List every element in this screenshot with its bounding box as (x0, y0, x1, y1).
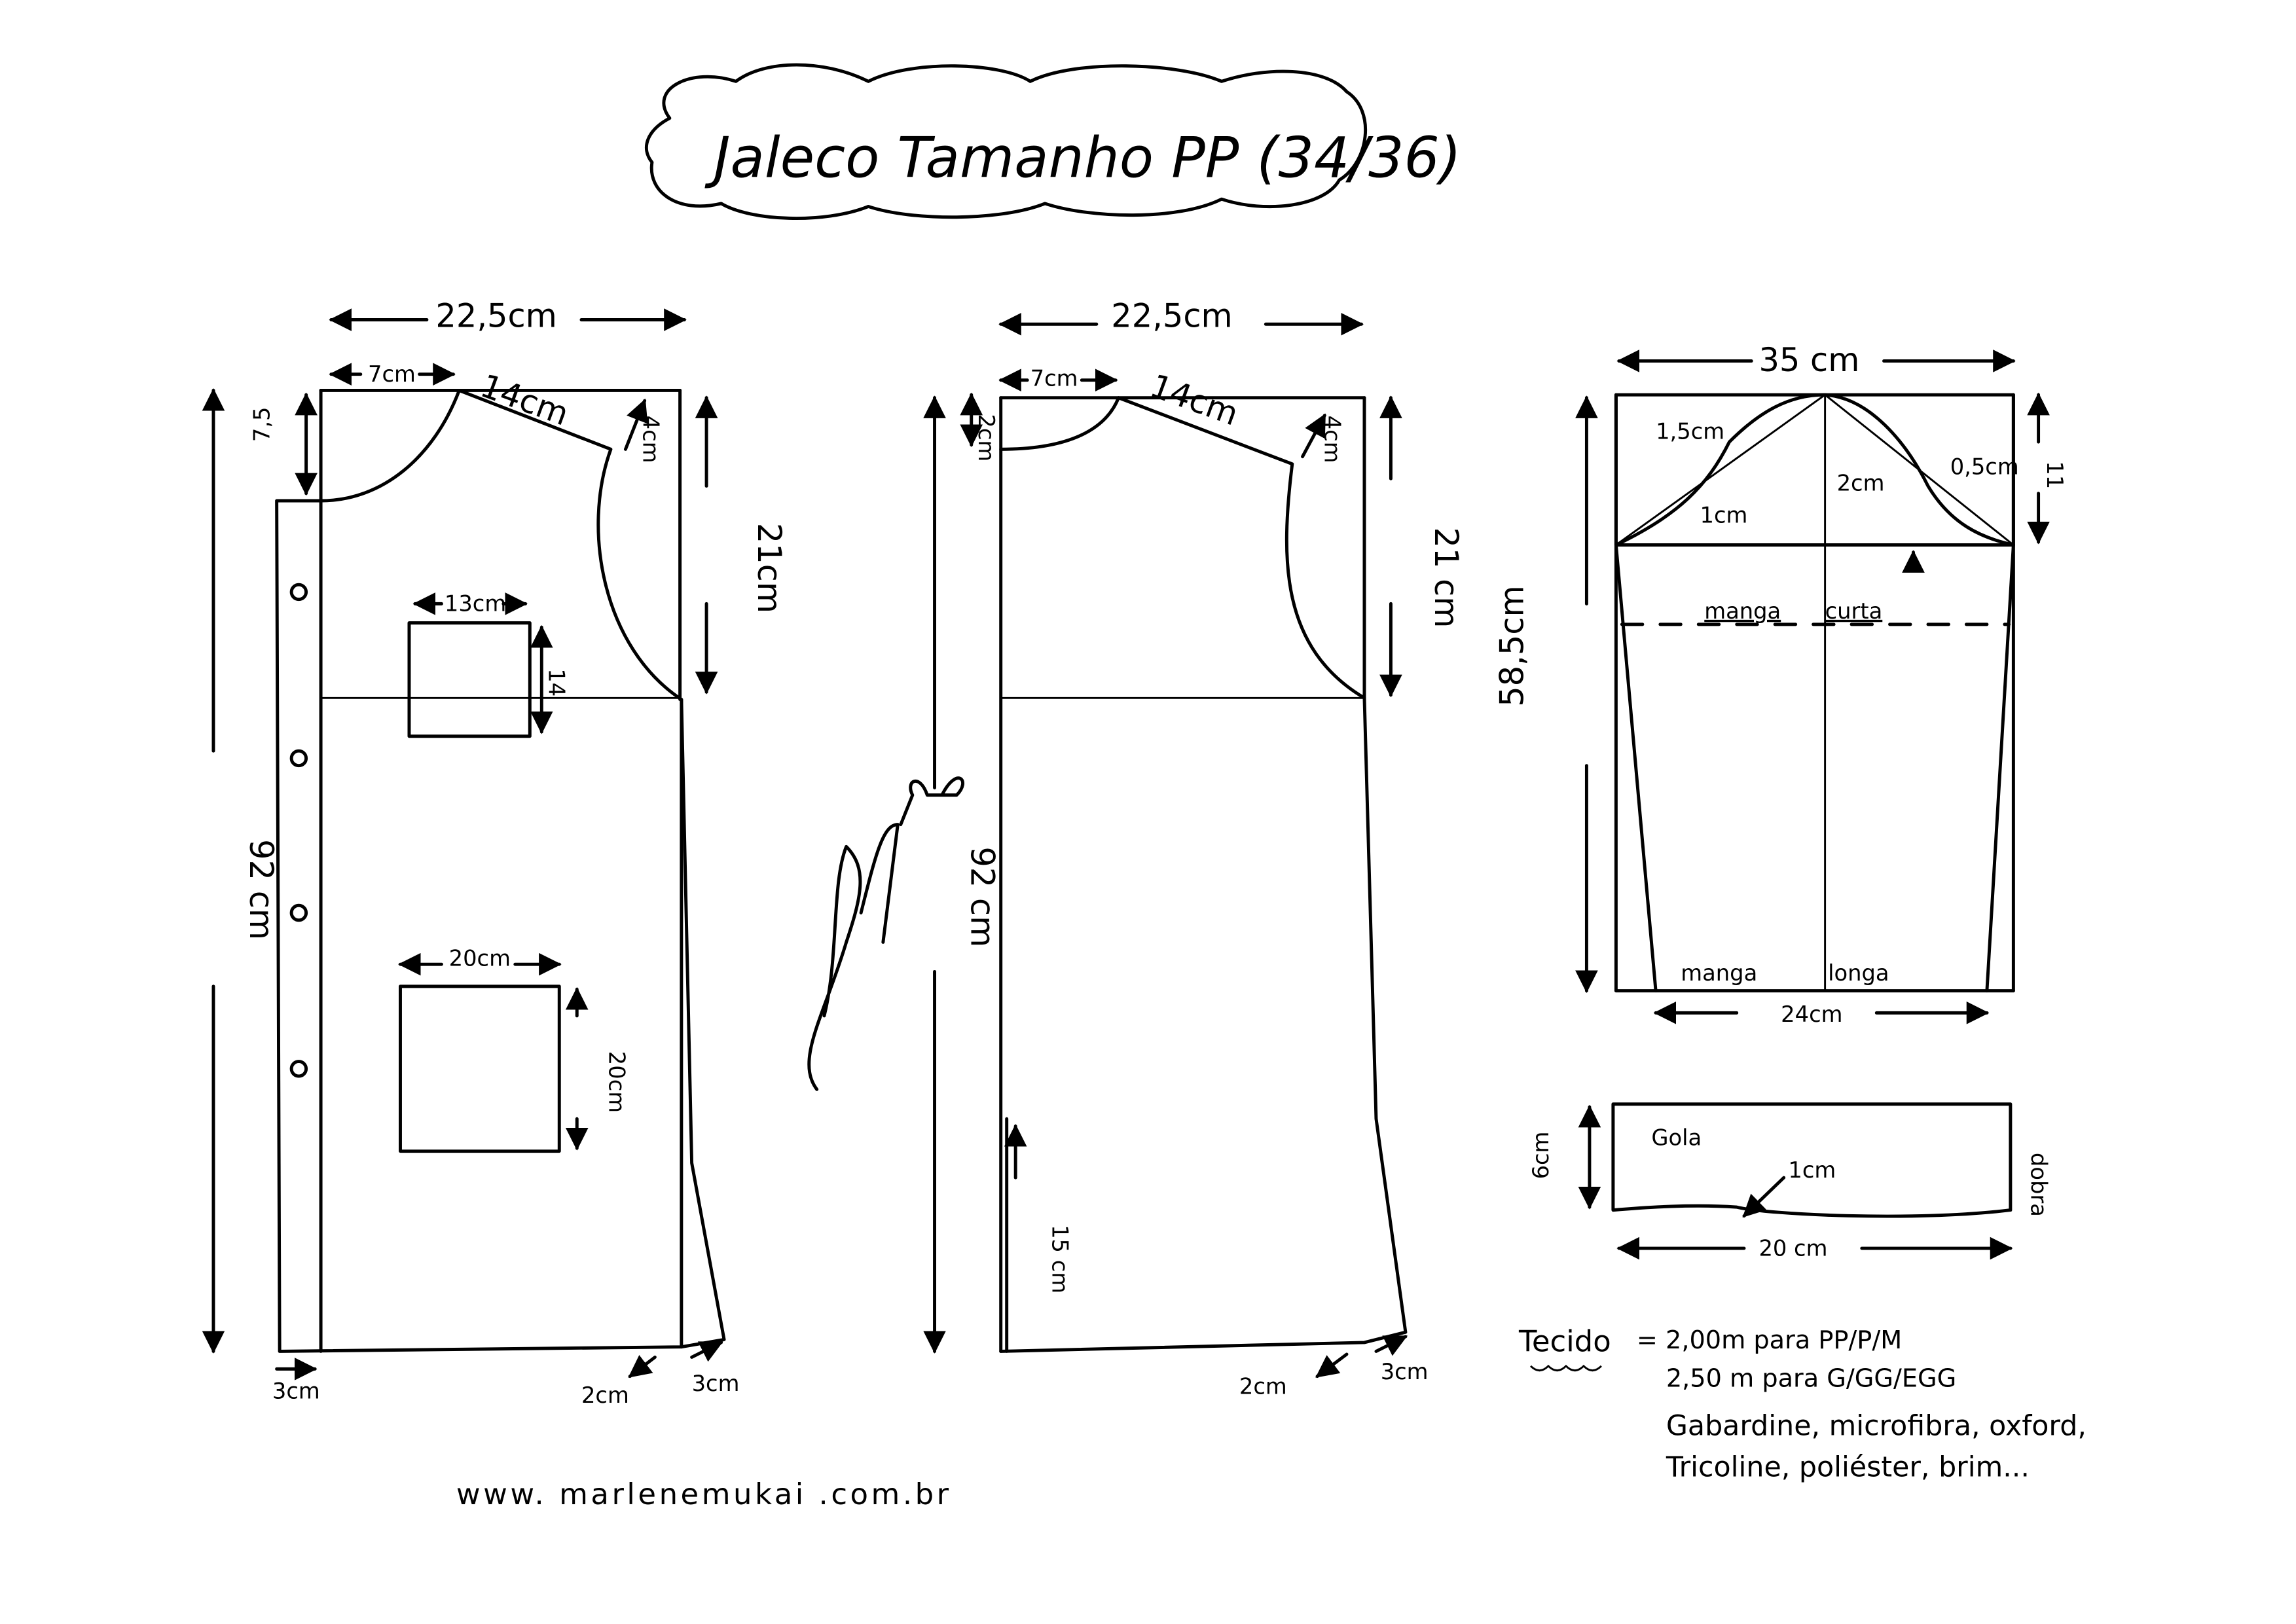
front-shoulder-drop: 4cm (638, 416, 663, 463)
back-shoulder-drop: 4cm (1319, 416, 1345, 463)
website-link[interactable]: www. marlenemukai .com.br (456, 1477, 952, 1511)
front-shoulder: 14cm (476, 367, 574, 433)
collar-curve: 1cm (1788, 1157, 1836, 1183)
sleeve-cap-in-back: 0,5cm (1950, 454, 2019, 480)
front-neck-width: 7cm (368, 361, 416, 387)
back-length: 92 cm (964, 846, 1002, 947)
sleeve-cap-out-back: 2cm (1837, 470, 1885, 496)
small-pocket-width: 13cm (445, 591, 506, 617)
back-side-flare: 3cm (1381, 1359, 1429, 1384)
button-icon (289, 903, 308, 922)
sleeve-length: 58,5cm (1493, 585, 1531, 706)
front-length: 92 cm (242, 839, 280, 940)
button-icon (289, 1060, 308, 1078)
back-piece: 22,5cm 7cm 14cm 2cm 4cm 21 cm 92 cm 15 c… (923, 297, 1465, 1399)
short-sleeve-label-2: curta (1825, 598, 1883, 624)
fabric-notes: Tecido = 2,00m para PP/P/M 2,50 m para G… (1518, 1324, 2086, 1483)
back-hem-rise: 2cm (1239, 1374, 1287, 1399)
long-sleeve-label-1: manga (1681, 960, 1757, 986)
long-sleeve-label-2: longa (1828, 960, 1889, 986)
front-armhole-depth: 21cm (750, 523, 788, 613)
collar-piece: 6cm Gola 1cm dobra 20 cm (1528, 1102, 2051, 1261)
front-piece: 22,5cm 7cm 14cm 4cm 7,5 21cm 13cm 14 20c… (202, 297, 788, 1408)
collar-width: 20 cm (1758, 1235, 1827, 1261)
signature (807, 776, 964, 1091)
collar-label: Gola (1651, 1125, 1702, 1151)
back-armhole-depth: 21 cm (1427, 527, 1465, 628)
back-neck-depth: 2cm (974, 414, 999, 461)
front-hem-rise: 2cm (581, 1382, 629, 1408)
sleeve-piece: 35 cm 1,5cm 1cm 2cm 0,5cm 11 58,5cm mang… (1493, 341, 2068, 1027)
back-shoulder: 14cm (1145, 367, 1243, 433)
sleeve-width: 35 cm (1758, 341, 1859, 379)
fabric-line-3: Gabardine, microfibra, oxford, (1666, 1410, 2086, 1443)
short-sleeve-label-1: manga (1704, 598, 1781, 624)
placket-width: 3cm (272, 1378, 320, 1403)
squiggle-underline (1529, 1364, 1602, 1372)
large-pocket-width: 20cm (449, 945, 511, 971)
button-icon (289, 583, 308, 602)
large-pocket (399, 984, 561, 1153)
small-pocket-height: 14 (544, 668, 570, 696)
collar-height: 6cm (1528, 1132, 1554, 1180)
fabric-line-4: Tricoline, poliéster, brim... (1666, 1451, 2030, 1484)
back-neck-width: 7cm (1030, 366, 1078, 391)
button-icon (289, 749, 308, 768)
fabric-line-2: 2,50 m para G/GG/EGG (1666, 1364, 1956, 1393)
fabric-label: Tecido (1518, 1324, 1611, 1358)
sleeve-cap-height: 11 (2042, 461, 2068, 489)
title: Jaleco Tamanho PP (34/36) (704, 126, 1461, 190)
sleeve-hem-width: 24cm (1781, 1001, 1842, 1027)
collar-fold: dobra (2026, 1153, 2051, 1217)
front-width: 22,5cm (435, 297, 556, 335)
fabric-line-1: = 2,00m para PP/P/M (1637, 1326, 1902, 1355)
front-side-flare: 3cm (692, 1371, 740, 1396)
sleeve-cap-in: 1cm (1700, 503, 1748, 528)
front-neck-depth: 7,5 (249, 406, 274, 442)
title-cloud: Jaleco Tamanho PP (34/36) (644, 63, 1461, 220)
back-width: 22,5cm (1111, 297, 1232, 335)
sleeve-cap-out: 1,5cm (1656, 419, 1724, 444)
small-pocket (407, 621, 532, 738)
large-pocket-height: 20cm (604, 1051, 630, 1113)
back-vent: 15 cm (1047, 1225, 1072, 1293)
